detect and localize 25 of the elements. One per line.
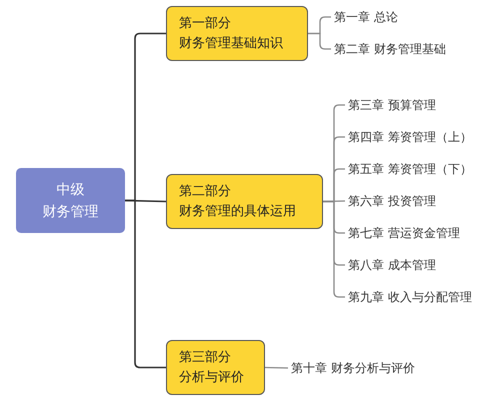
chapter-text: 第八章 成本管理 [348, 257, 438, 273]
topic-text: 中级 [56, 180, 84, 200]
root-topic-box [16, 168, 125, 233]
topic-text: 分析与评价 [179, 368, 245, 386]
connector-line [323, 200, 345, 298]
chapter-text: 第七章 营运资金管理 [348, 225, 463, 241]
chapter-text: 第四章 筹资管理（上） [348, 129, 468, 145]
connector-line [308, 32, 331, 50]
chapter-text: 第三章 预算管理 [348, 97, 438, 113]
part-heading: 第二部分 [179, 182, 232, 200]
part-heading: 第三部分 [179, 348, 232, 366]
part-heading: 第一部分 [179, 14, 232, 32]
topic-text: 财务管理的具体运用 [179, 202, 297, 220]
topic-text: 财务管理基础知识 [179, 34, 284, 52]
chapter-text: 第五章 筹资管理（下） [348, 161, 468, 177]
part-topic-box [166, 6, 308, 61]
chapter-text: 第十章 财务分析与评价 [291, 360, 421, 376]
topic-text: 财务管理 [42, 202, 98, 222]
chapter-text: 第九章 收入与分配管理 [348, 289, 476, 305]
connector-line [125, 200, 166, 368]
part-topic-box [166, 174, 323, 229]
chapter-text: 第二章 财务管理基础 [334, 41, 444, 57]
connector-line [264, 366, 288, 369]
chapter-text: 第六章 投资管理 [348, 193, 438, 209]
part-topic-box [166, 340, 265, 395]
